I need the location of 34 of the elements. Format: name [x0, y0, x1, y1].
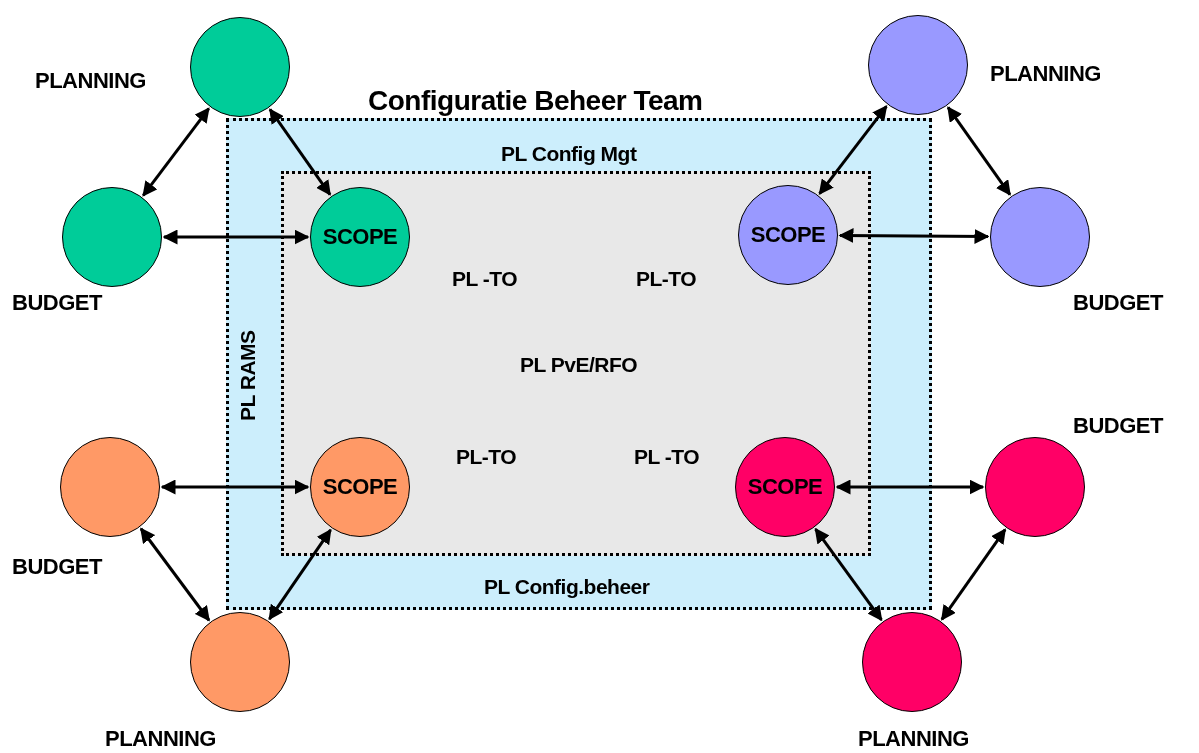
circle-label: BUDGET	[12, 292, 102, 314]
role-label: PL -TO	[452, 268, 518, 289]
double-arrow	[814, 527, 883, 622]
scope-label: SCOPE	[321, 474, 399, 500]
role-label: PL PvE/RFO	[520, 354, 638, 375]
team-title: Configuratie Beheer Team	[368, 87, 703, 115]
role-label: PL RAMS	[237, 330, 258, 421]
circle-label: PLANNING	[35, 70, 146, 92]
role-label: PL Config Mgt	[501, 143, 637, 164]
double-arrow	[835, 479, 985, 495]
double-arrow	[940, 528, 1007, 621]
circle-label: BUDGET	[1073, 292, 1163, 314]
scope-label: SCOPE	[746, 474, 824, 500]
role-label: PL Config.beheer	[484, 576, 650, 597]
circle-label: PLANNING	[858, 728, 969, 750]
circle-label: PLANNING	[105, 728, 216, 750]
double-arrow	[142, 107, 210, 197]
work-area	[281, 171, 871, 556]
scope-label: SCOPE	[321, 224, 399, 250]
circle-label: PLANNING	[990, 63, 1101, 85]
circle-label: BUDGET	[1073, 415, 1163, 437]
double-arrow	[838, 228, 990, 244]
double-arrow	[268, 108, 332, 196]
double-arrow	[160, 479, 310, 495]
scope-label: SCOPE	[749, 222, 827, 248]
role-label: PL -TO	[634, 446, 700, 467]
role-label: PL-TO	[636, 268, 697, 289]
double-arrow	[818, 105, 888, 195]
double-arrow	[139, 527, 211, 622]
double-arrow	[946, 106, 1012, 196]
circle-label: BUDGET	[12, 556, 102, 578]
double-arrow	[268, 528, 332, 621]
double-arrow	[162, 229, 310, 245]
role-label: PL-TO	[456, 446, 517, 467]
